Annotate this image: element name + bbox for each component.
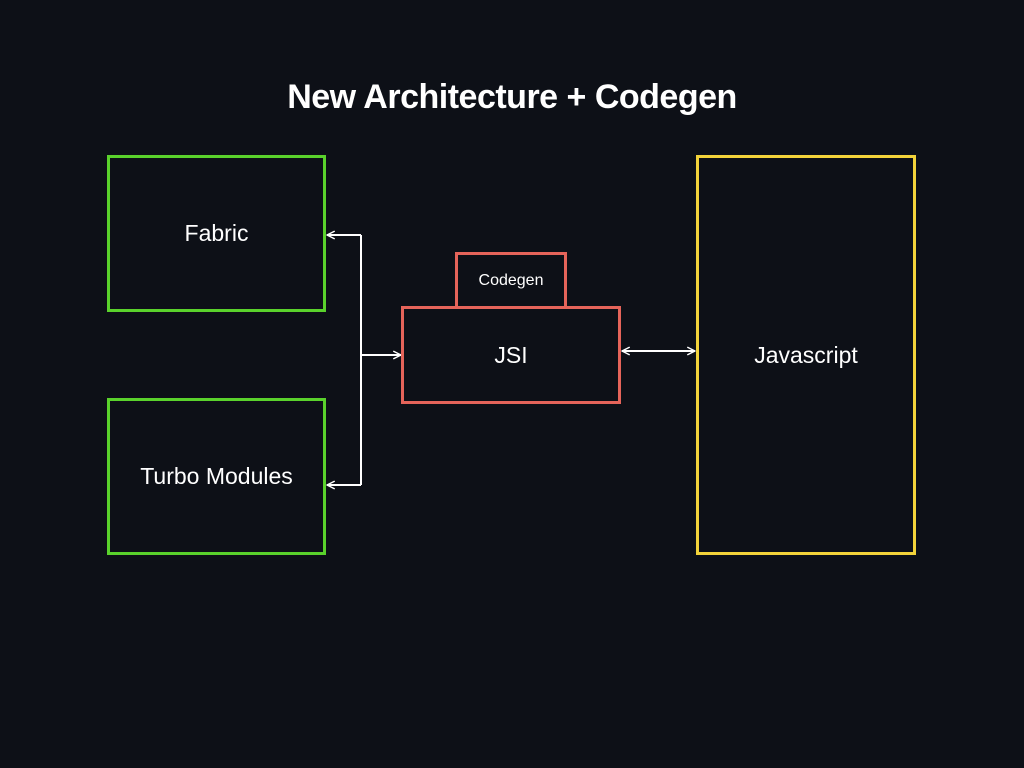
codegen-box: Codegen [455,252,567,309]
fabric-label: Fabric [184,220,249,246]
jsi-label: JSI [494,341,528,368]
diagram-title: New Architecture + Codegen [287,78,737,116]
javascript-box: Javascript [696,155,916,555]
turbo-modules-label: Turbo Modules [140,463,293,489]
turbo-modules-box: Turbo Modules [107,398,326,555]
fabric-box: Fabric [107,155,326,312]
codegen-label: Codegen [478,271,544,289]
javascript-label: Javascript [754,341,858,368]
jsi-box: JSI [401,306,621,404]
